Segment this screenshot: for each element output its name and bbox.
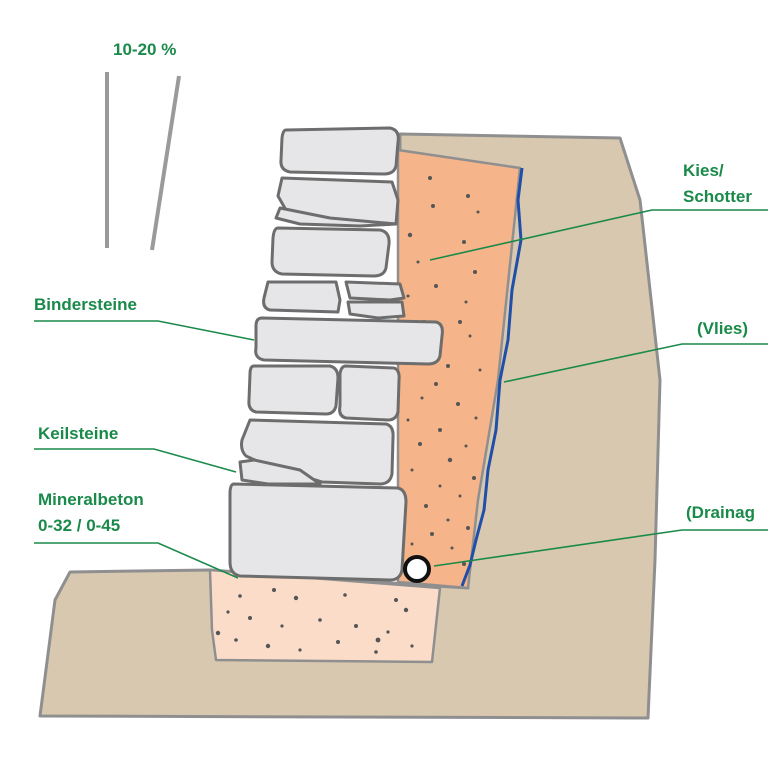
base-label-line2: 0-32 / 0-45 [38, 516, 120, 535]
wedge-stone [238, 458, 322, 486]
drainage-label: (Drainag [686, 503, 755, 522]
stone [346, 300, 406, 320]
gravel-label-line1: Kies/ [683, 161, 724, 180]
binders-leader [34, 320, 255, 341]
gravel-backfill [396, 148, 522, 590]
wedge-stone [274, 206, 398, 228]
fleece-label: (Vlies) [697, 319, 748, 338]
gravel-leader [429, 209, 768, 261]
drainage-pipe [403, 555, 431, 583]
wedges-leader [34, 448, 237, 473]
binders-label: Bindersteine [34, 295, 137, 314]
base-leader [34, 542, 239, 579]
stone [344, 280, 406, 302]
leader-lines [34, 209, 768, 579]
drainage-leader [433, 529, 768, 567]
base-label-line1: Mineralbeton [38, 490, 144, 509]
gravel-label-line2: Schotter [683, 187, 752, 206]
fleece-leader [503, 343, 768, 383]
stone [279, 126, 400, 176]
stone [270, 226, 391, 278]
stone [247, 364, 340, 416]
stone [262, 280, 342, 314]
stone [338, 364, 401, 422]
batter-label: 10-20 % [113, 40, 176, 59]
batter-slope-line [150, 75, 181, 251]
stone-wall [228, 126, 444, 582]
stone [228, 482, 408, 582]
fleece-line [460, 167, 524, 587]
concrete-dots [215, 588, 414, 654]
wedges-label: Keilsteine [38, 424, 118, 443]
binder-stone [254, 316, 444, 366]
concrete-base [208, 568, 442, 664]
